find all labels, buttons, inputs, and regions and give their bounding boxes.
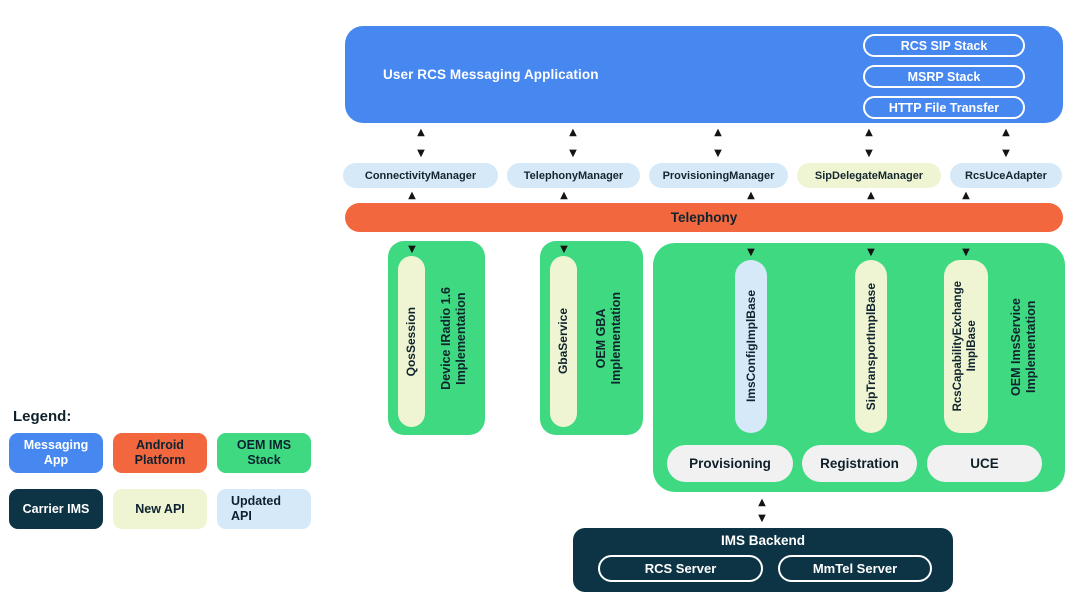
oem-ims-service-box: ▼ ▼ ▼ ImsConfigImplBase SipTransportImpl…	[653, 243, 1065, 492]
arrow-down-icon: ▼	[569, 148, 577, 159]
arrow-down-icon: ▼	[962, 247, 970, 258]
device-iradio-impl-label-zone: Device IRadio 1.6 Implementation	[426, 249, 482, 427]
qos-session-label: QosSession	[404, 306, 419, 377]
gba-service-pill: GbaService	[550, 256, 577, 427]
legend-carrier-ims: Carrier IMS	[9, 489, 103, 529]
legend-oem-ims-stack: OEM IMS Stack	[217, 433, 311, 473]
arrow-up-icon: ▲	[865, 127, 873, 138]
arrow-up-icon: ▲	[1002, 127, 1010, 138]
ims-backend-title: IMS Backend	[720, 533, 806, 548]
app-manager-arrow-pair: ▲ ▼	[417, 128, 425, 159]
sip-transport-impl-base-pill: SipTransportImplBase	[855, 260, 887, 433]
arrow-up-icon: ▲	[560, 190, 568, 201]
telephony-bar: Telephony	[345, 203, 1063, 232]
legend-updated-api: Updated API	[217, 489, 311, 529]
device-iradio-oem-box: ▼ QosSession Device IRadio 1.6 Implement…	[388, 241, 485, 435]
arrow-down-icon: ▼	[408, 244, 416, 255]
ims-config-impl-base-pill: ImsConfigImplBase	[735, 260, 767, 433]
http-file-transfer-pill: HTTP File Transfer	[863, 96, 1025, 119]
arrow-up-icon: ▲	[747, 190, 755, 201]
qos-session-pill: QosSession	[398, 256, 425, 427]
ims-backend-box: IMS Backend RCS Server MmTel Server	[573, 528, 953, 592]
app-manager-arrow-pair: ▲ ▼	[865, 128, 873, 159]
app-manager-arrow-pair: ▲ ▼	[1002, 128, 1010, 159]
oem-gba-impl-label-zone: OEM GBA Implementation	[579, 249, 639, 427]
rcs-sip-stack-pill: RCS SIP Stack	[863, 34, 1025, 57]
mmtel-server-pill: MmTel Server	[778, 555, 932, 582]
oem-ims-service-impl-label-zone: OEM ImsService Implementation	[993, 260, 1055, 433]
arrow-down-icon: ▼	[747, 247, 755, 258]
app-stack-list: RCS SIP Stack MSRP Stack HTTP File Trans…	[863, 34, 1025, 119]
arrow-up-icon: ▲	[408, 190, 416, 201]
msrp-stack-pill: MSRP Stack	[863, 65, 1025, 88]
arrow-down-icon: ▼	[865, 148, 873, 159]
rcs-capability-exchange-impl-base-pill: RcsCapabilityExchange ImplBase	[944, 260, 988, 433]
arrow-up-icon: ▲	[962, 190, 970, 201]
app-box-title: User RCS Messaging Application	[383, 67, 599, 82]
legend-android-platform: Android Platform	[113, 433, 207, 473]
rcs-capability-exchange-impl-base-label: RcsCapabilityExchange ImplBase	[952, 281, 978, 412]
provisioning-manager-pill: ProvisioningManager	[649, 163, 788, 188]
legend-title: Legend:	[13, 408, 72, 425]
app-manager-arrow-pair: ▲ ▼	[569, 128, 577, 159]
arrow-down-icon: ▼	[560, 244, 568, 255]
provisioning-feature-pill: Provisioning	[667, 445, 793, 482]
oem-ims-service-impl-label: OEM ImsService Implementation	[1009, 297, 1038, 396]
app-manager-arrow-pair: ▲ ▼	[714, 128, 722, 159]
gba-service-label: GbaService	[556, 308, 571, 375]
device-iradio-impl-label: Device IRadio 1.6 Implementation	[439, 286, 468, 390]
user-rcs-messaging-application-box: User RCS Messaging Application RCS SIP S…	[345, 26, 1063, 123]
arrow-up-icon: ▲	[758, 497, 766, 508]
registration-feature-pill: Registration	[802, 445, 917, 482]
connectivity-manager-pill: ConnectivityManager	[343, 163, 498, 188]
telephony-manager-pill: TelephonyManager	[507, 163, 640, 188]
oem-gba-impl-label: OEM GBA Implementation	[594, 291, 623, 385]
arrow-down-icon: ▼	[714, 148, 722, 159]
arrow-down-icon: ▼	[417, 148, 425, 159]
sip-transport-impl-base-label: SipTransportImplBase	[863, 282, 878, 411]
ims-config-impl-base-label: ImsConfigImplBase	[743, 290, 758, 403]
uce-feature-pill: UCE	[927, 445, 1042, 482]
legend-new-api: New API	[113, 489, 207, 529]
arrow-up-icon: ▲	[417, 127, 425, 138]
arrow-up-icon: ▲	[569, 127, 577, 138]
arrow-up-icon: ▲	[714, 127, 722, 138]
legend-messaging-app: Messaging App	[9, 433, 103, 473]
oem-ims-backend-arrow-pair: ▲ ▼	[758, 498, 766, 524]
arrow-down-icon: ▼	[867, 247, 875, 258]
arrow-up-icon: ▲	[867, 190, 875, 201]
arrow-down-icon: ▼	[1002, 148, 1010, 159]
arrow-down-icon: ▼	[758, 513, 766, 524]
oem-gba-box: ▼ GbaService OEM GBA Implementation	[540, 241, 643, 435]
sip-delegate-manager-pill: SipDelegateManager	[797, 163, 941, 188]
rcs-server-pill: RCS Server	[598, 555, 763, 582]
rcs-uce-adapter-pill: RcsUceAdapter	[950, 163, 1062, 188]
